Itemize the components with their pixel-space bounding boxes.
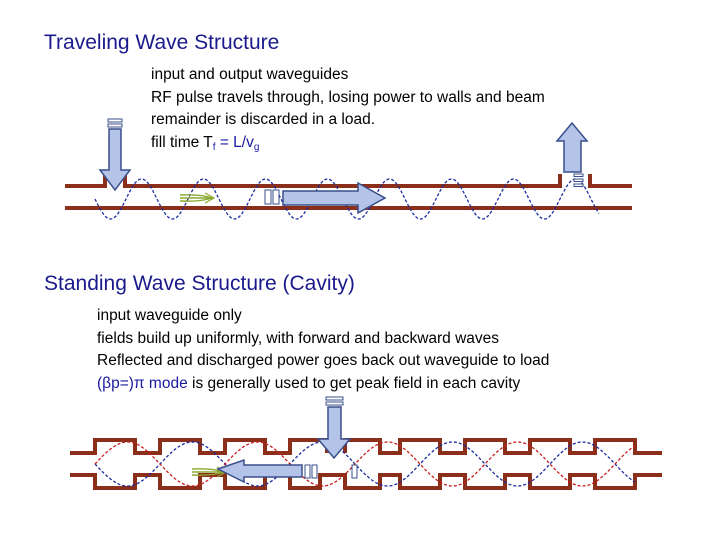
output-waveguide-icon <box>555 121 589 187</box>
tw-fill-time: fill time Tf = L/vg <box>151 133 260 153</box>
sw-line-3: Reflected and discharged power goes back… <box>97 352 550 369</box>
reflected-power-arrow-icon <box>216 458 358 484</box>
sw-line-2: fields build up uniformly, with forward … <box>97 329 500 347</box>
cavity-input-waveguide-icon <box>316 396 352 460</box>
standing-wave-forward <box>94 441 636 487</box>
traveling-wave-walls <box>65 174 632 210</box>
electron-beam-icon <box>179 192 216 204</box>
standing-wave-description: input waveguide only fields build up uni… <box>97 305 549 395</box>
tw-line-2: RF pulse travels through, losing power t… <box>151 88 545 106</box>
traveling-wave-description: input and output waveguides RF pulse tra… <box>151 64 545 159</box>
tw-line-3: remainder is discarded in a load. <box>151 111 376 128</box>
sw-line-1: input waveguide only <box>97 307 242 324</box>
input-waveguide-icon <box>98 118 132 192</box>
standing-wave-walls <box>70 438 662 490</box>
traveling-wave-title: Traveling Wave Structure <box>44 31 280 54</box>
standing-wave-backward <box>94 441 636 487</box>
tw-line-1: input and output waveguides <box>151 66 349 83</box>
rf-pulse-arrow-icon <box>264 181 387 215</box>
standing-wave-title: Standing Wave Structure (Cavity) <box>44 272 355 295</box>
sw-line-4: (βp=)π mode is generally used to get pea… <box>97 374 521 392</box>
